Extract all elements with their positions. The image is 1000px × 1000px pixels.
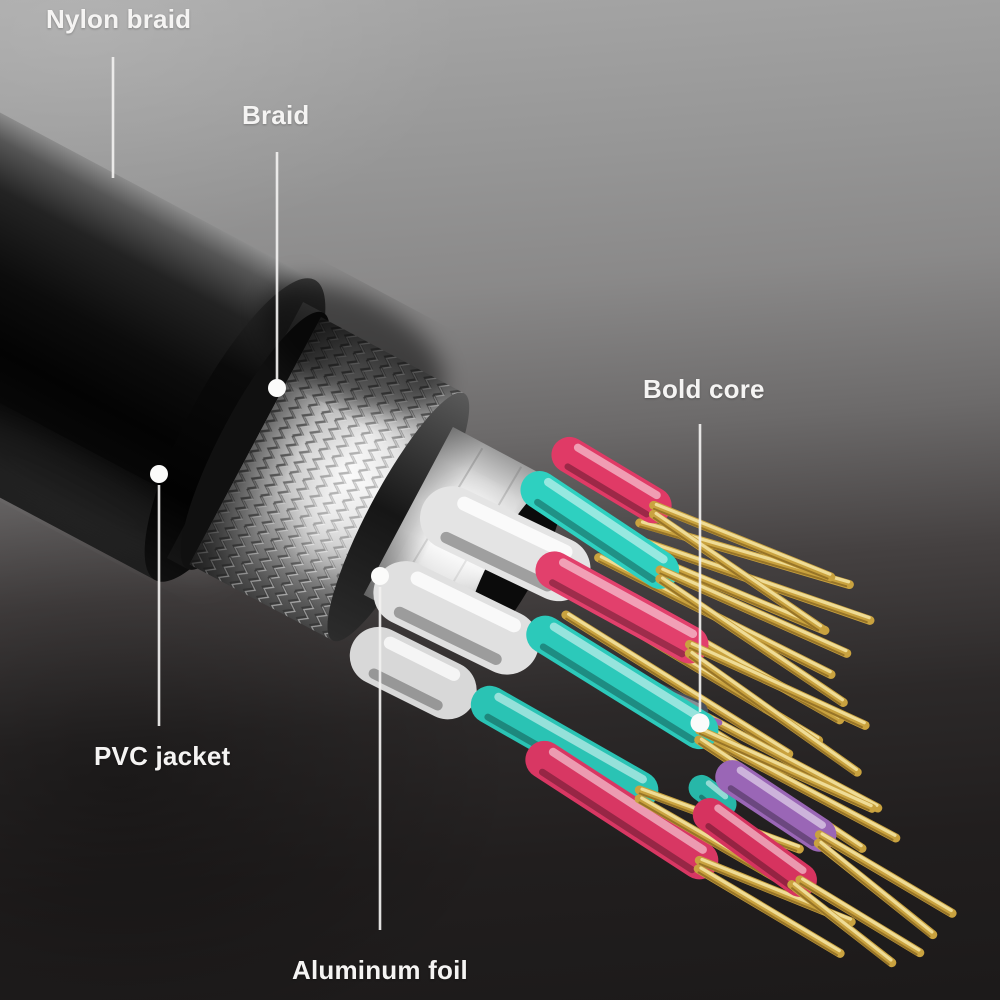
pointer-dot-bold-core xyxy=(690,713,710,733)
pointer-dots xyxy=(150,379,710,733)
label-nylon-braid: Nylon braid xyxy=(46,4,192,34)
label-aluminum-foil: Aluminum foil xyxy=(292,955,468,985)
pointer-dot-pvc-jacket xyxy=(150,465,168,483)
pointer-dot-aluminum-foil xyxy=(371,567,389,585)
foil-wrapped-pairs xyxy=(349,486,591,720)
insulated-wires xyxy=(470,436,737,880)
label-bold-core: Bold core xyxy=(643,374,765,404)
jacket-shadow-on-braid xyxy=(260,281,445,414)
label-braid: Braid xyxy=(242,100,310,130)
braid-end-ring xyxy=(327,392,470,642)
gold-conductor-ends xyxy=(787,830,957,968)
braid-section xyxy=(189,281,470,642)
pointer-dot-braid xyxy=(268,379,286,397)
label-pvc-jacket: PVC jacket xyxy=(94,741,231,771)
outer-wires xyxy=(692,760,837,897)
leader-lines xyxy=(111,57,702,930)
